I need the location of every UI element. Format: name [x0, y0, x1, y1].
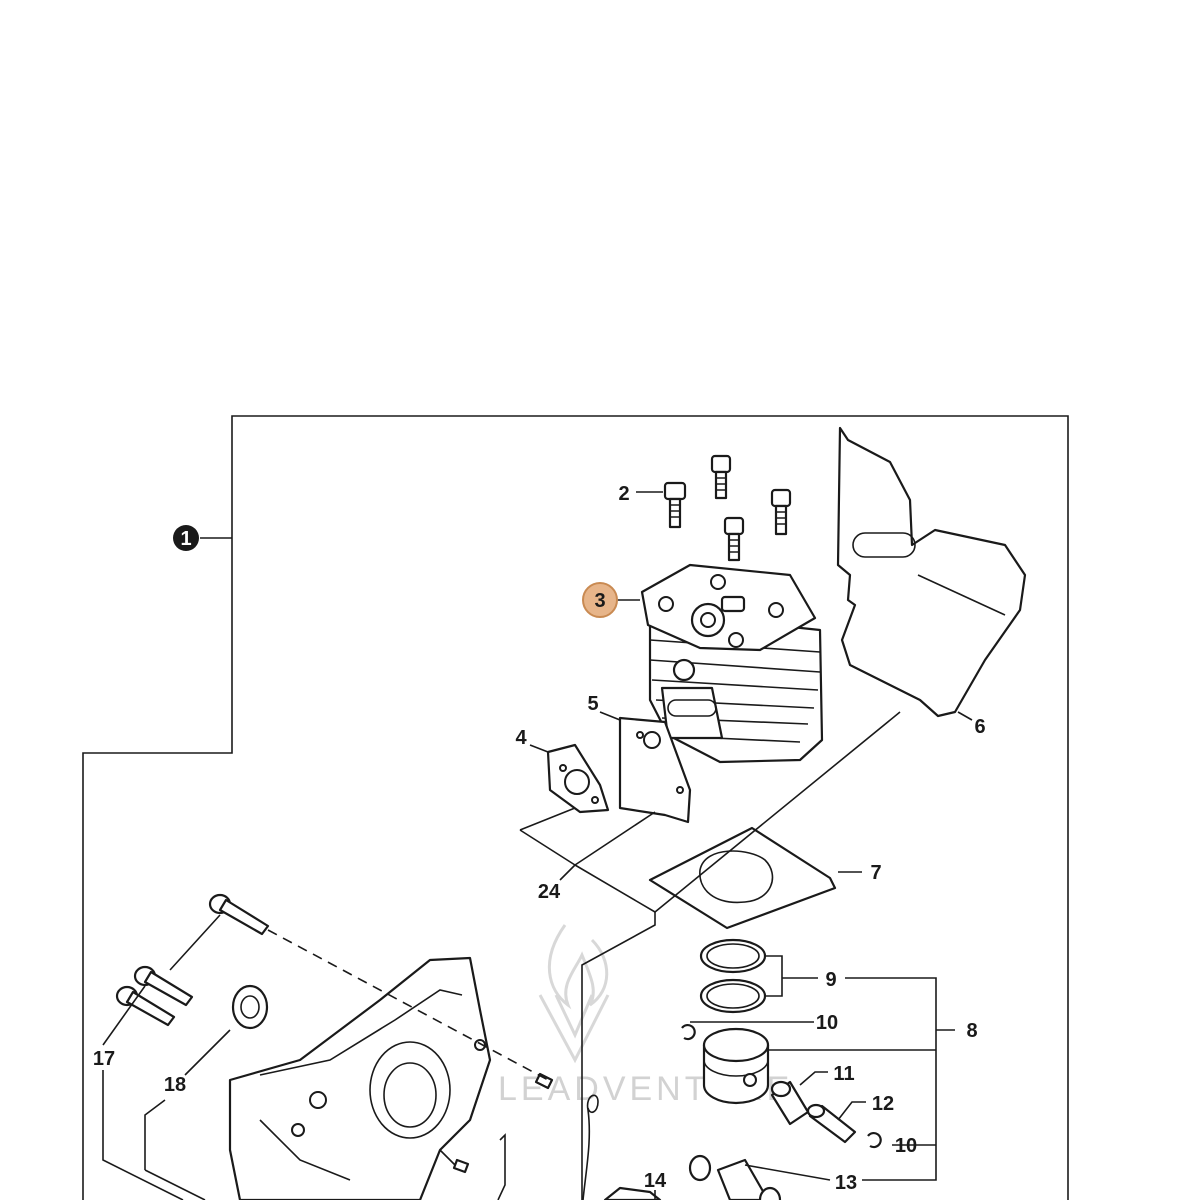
screw-icon	[770, 488, 792, 536]
svg-text:3: 3	[594, 590, 605, 612]
circlip-icon	[867, 1131, 882, 1149]
cylinder-icon	[640, 563, 824, 764]
crankcase-icon	[228, 956, 492, 1200]
base-gasket-icon	[648, 826, 837, 930]
gasket-icon	[618, 716, 692, 824]
callout-10[interactable]: 10	[895, 1135, 917, 1157]
circlip-icon	[681, 1023, 696, 1041]
bolt-icon	[115, 985, 176, 1027]
callout-9[interactable]: 9	[825, 969, 836, 991]
assembly-callout[interactable]: 1	[173, 525, 199, 551]
callout-10[interactable]: 10	[816, 1012, 838, 1034]
screw-icon	[723, 516, 745, 562]
needle-bearing-icon	[770, 1080, 810, 1126]
screw-icon	[710, 454, 732, 500]
bolt-icon	[133, 965, 194, 1007]
callout-7[interactable]: 7	[870, 862, 881, 884]
assembly-frame	[82, 415, 1069, 1200]
screw-icon	[663, 481, 687, 529]
callout-14[interactable]: 14	[644, 1170, 667, 1192]
callout-11[interactable]: 11	[833, 1063, 854, 1085]
callout-4[interactable]: 4	[515, 727, 527, 749]
svg-text:1: 1	[180, 528, 191, 550]
callout-12[interactable]: 12	[872, 1093, 894, 1115]
bolt-icon	[208, 893, 270, 936]
piston-pin-icon	[806, 1103, 857, 1144]
callout-13[interactable]: 13	[835, 1172, 857, 1194]
piston-icon	[702, 1027, 770, 1105]
highlight-circle	[582, 582, 618, 618]
piston-ring-icon	[699, 938, 767, 1014]
alignment-line	[267, 929, 549, 1081]
crankcase-gasket-icon	[497, 1094, 599, 1200]
dowel-pin-icon	[534, 1072, 554, 1090]
callout-8[interactable]: 8	[966, 1020, 977, 1042]
gasket-icon	[546, 743, 610, 814]
bearing-icon	[688, 1154, 782, 1200]
bearing-icon	[603, 1186, 662, 1200]
heat-shield-icon	[836, 426, 1027, 718]
dowel-pin-icon	[452, 1158, 470, 1174]
oil-seal-icon	[231, 984, 269, 1030]
callout-17[interactable]: 17	[93, 1048, 115, 1070]
callout-6[interactable]: 6	[974, 716, 985, 738]
callout-24[interactable]: 24	[538, 881, 561, 903]
callout-18[interactable]: 18	[164, 1074, 186, 1096]
callout-5[interactable]: 5	[587, 693, 598, 715]
leader-lines	[102, 491, 973, 1200]
highlighted-callout-3[interactable]: 3	[582, 582, 618, 618]
callout-2[interactable]: 2	[618, 483, 629, 505]
